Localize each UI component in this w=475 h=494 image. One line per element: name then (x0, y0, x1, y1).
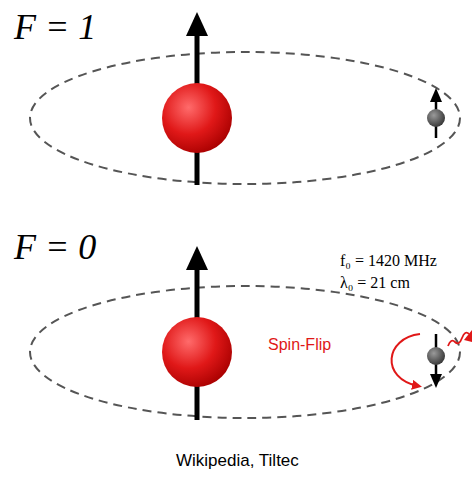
electron-arrowhead (430, 88, 442, 102)
caption: Wikipedia, Tiltec (176, 452, 299, 471)
electron-orbit (30, 52, 460, 184)
spin-flip-arrow (392, 334, 420, 386)
proton-arrowhead (186, 246, 208, 270)
photon-arrowhead (464, 330, 472, 342)
proton-arrowhead (186, 12, 208, 36)
spin-flip-label: Spin-Flip (268, 336, 331, 354)
state-label: F = 1 (14, 8, 96, 48)
electron (427, 109, 445, 127)
frequency-label: f₀ = 1420 MHz (340, 252, 437, 270)
electron-orbit (30, 286, 460, 418)
electron (427, 347, 445, 365)
wavelength-label: λ₀ = 21 cm (340, 274, 410, 292)
electron-arrowhead (430, 374, 442, 388)
proton (162, 317, 232, 387)
state-label: F = 0 (14, 228, 96, 268)
proton (162, 83, 232, 153)
